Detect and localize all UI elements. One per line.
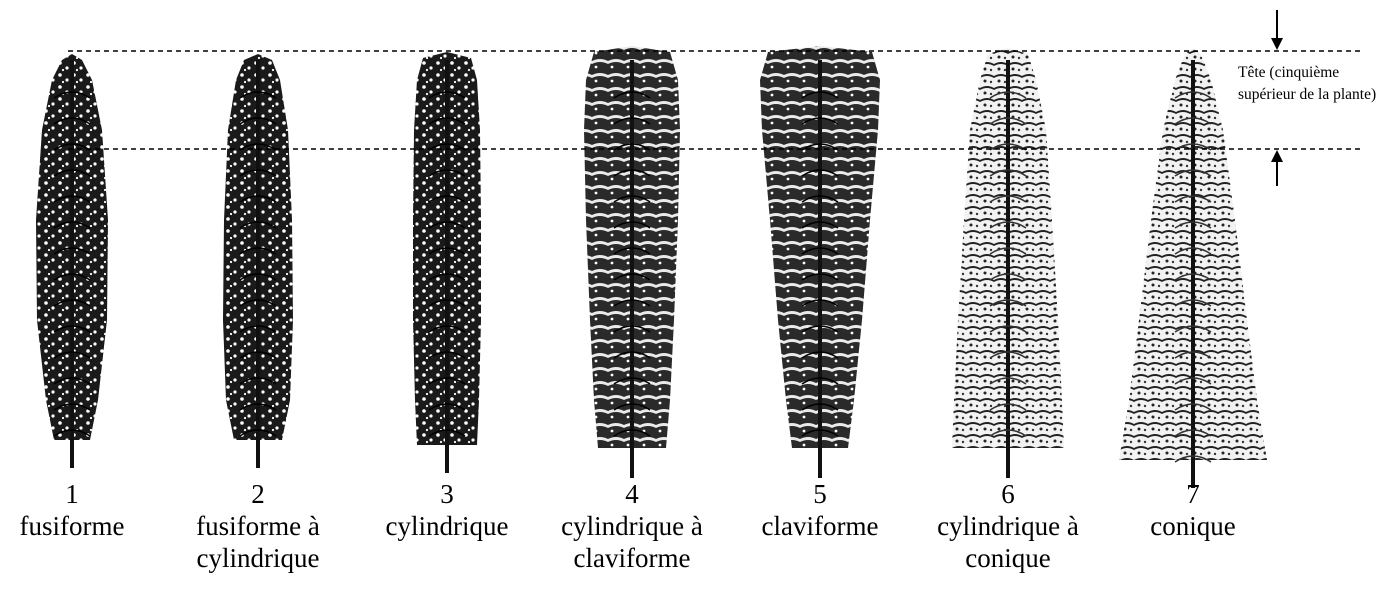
tree-2 <box>223 54 293 468</box>
tree-trunk <box>70 60 74 468</box>
tree-1 <box>36 54 108 468</box>
shape-label-6: 6cylindrique à conique <box>923 478 1093 574</box>
shape-number: 2 <box>173 478 343 510</box>
shape-name: cylindrique à conique <box>923 510 1093 574</box>
shape-name: conique <box>1108 510 1278 542</box>
shape-name: claviforme <box>735 510 905 542</box>
shape-label-7: 7conique <box>1108 478 1278 542</box>
tree-7 <box>1119 48 1267 488</box>
shape-number: 6 <box>923 478 1093 510</box>
head-note: Tête (cinquième supérieur de la plante) <box>1238 62 1383 106</box>
up-arrow-icon <box>1271 150 1283 186</box>
shape-name: fusiforme <box>0 510 157 542</box>
shape-name: cylindrique <box>362 510 532 542</box>
tree-trunk <box>818 60 822 478</box>
tree-trunk <box>445 60 449 473</box>
shape-number: 3 <box>362 478 532 510</box>
shape-label-3: 3cylindrique <box>362 478 532 542</box>
down-arrow-icon <box>1271 10 1283 50</box>
tree-trunk <box>256 60 260 468</box>
shape-label-1: 1fusiforme <box>0 478 157 542</box>
tree-trunk <box>630 60 634 478</box>
shape-number: 4 <box>547 478 717 510</box>
tree-4 <box>584 46 680 478</box>
shape-label-5: 5claviforme <box>735 478 905 542</box>
shape-label-2: 2fusiforme à cylindrique <box>173 478 343 574</box>
shape-number: 1 <box>0 478 157 510</box>
shape-label-4: 4cylindrique à claviforme <box>547 478 717 574</box>
tree-trunk <box>1006 60 1010 478</box>
tree-3 <box>413 52 481 473</box>
tree-5 <box>760 46 880 478</box>
shape-number: 7 <box>1108 478 1278 510</box>
shape-name: cylindrique à claviforme <box>547 510 717 574</box>
shape-number: 5 <box>735 478 905 510</box>
tree-6 <box>952 48 1064 478</box>
shape-name: fusiforme à cylindrique <box>173 510 343 574</box>
